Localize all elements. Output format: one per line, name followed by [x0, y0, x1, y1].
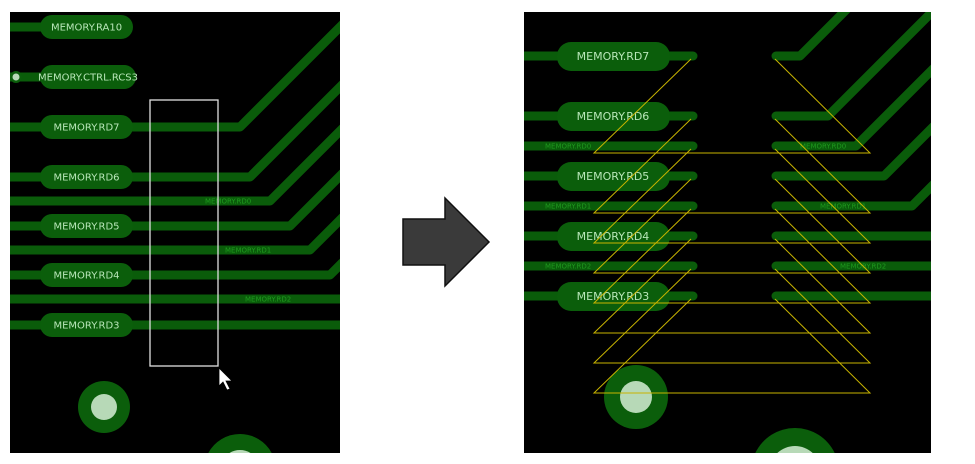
ratsnest-line	[592, 268, 872, 364]
ratsnest-line	[592, 298, 872, 394]
ratsnest-line	[592, 118, 872, 214]
pad	[40, 263, 133, 287]
pcb-trace	[771, 12, 931, 121]
ratsnest-line	[592, 148, 872, 244]
via-hole	[620, 381, 652, 413]
via-hole	[229, 450, 251, 453]
pcb-trace	[771, 12, 851, 61]
pcb-trace	[10, 213, 340, 255]
ratsnest-line	[592, 208, 872, 304]
ratsnest-line	[592, 178, 872, 274]
via-hole	[12, 73, 20, 81]
pad	[40, 115, 133, 139]
pad	[40, 165, 133, 189]
via	[208, 434, 272, 453]
right-arrow-icon	[402, 196, 491, 288]
pad	[557, 222, 670, 251]
trace-label: MEMORY.RD1	[225, 247, 271, 255]
pad	[557, 102, 670, 131]
pad-label: MEMORY.RD4	[577, 230, 650, 243]
pcb-trace	[10, 124, 340, 206]
via-hole	[91, 394, 117, 420]
ratsnest-line	[592, 58, 872, 154]
trace-label: MEMORY.RD1	[820, 203, 866, 211]
ratsnest-line	[592, 238, 872, 334]
pad-label: MEMORY.RD3	[577, 290, 650, 303]
trace-label: MEMORY.RD2	[545, 263, 591, 271]
pad-label: MEMORY.RD6	[53, 173, 119, 184]
pad	[40, 313, 133, 337]
pad	[557, 162, 670, 191]
mouse-pointer-icon	[218, 367, 233, 391]
trace-label: MEMORY.RD1	[545, 203, 591, 211]
pad-label: MEMORY.RD4	[53, 271, 119, 282]
pad-label: MEMORY.RD5	[577, 170, 650, 183]
trace-label: MEMORY.RD0	[545, 143, 591, 151]
pcb-trace	[771, 122, 931, 181]
pad-label: MEMORY.RD5	[53, 222, 119, 233]
pad-label: MEMORY.RD7	[577, 50, 650, 63]
pad-label: MEMORY.RD6	[577, 110, 650, 123]
trace-label: MEMORY.RD2	[245, 296, 291, 304]
trace-label: MEMORY.RD0	[205, 198, 251, 206]
pcb-trace	[771, 180, 931, 211]
pad	[40, 214, 133, 238]
pad-label: MEMORY.RD3	[53, 321, 119, 332]
via-hole	[777, 446, 813, 453]
pad-label: MEMORY.RA10	[51, 23, 122, 34]
pad-label: MEMORY.RD7	[53, 123, 119, 134]
pad-label: MEMORY.CTRL.RCS3	[38, 73, 138, 84]
pad	[40, 15, 133, 39]
trace-label: MEMORY.RD0	[800, 143, 846, 151]
selection-rectangle[interactable]	[149, 99, 219, 367]
pad	[40, 65, 136, 89]
pad	[557, 42, 670, 71]
via	[755, 427, 835, 453]
pad	[557, 282, 670, 311]
